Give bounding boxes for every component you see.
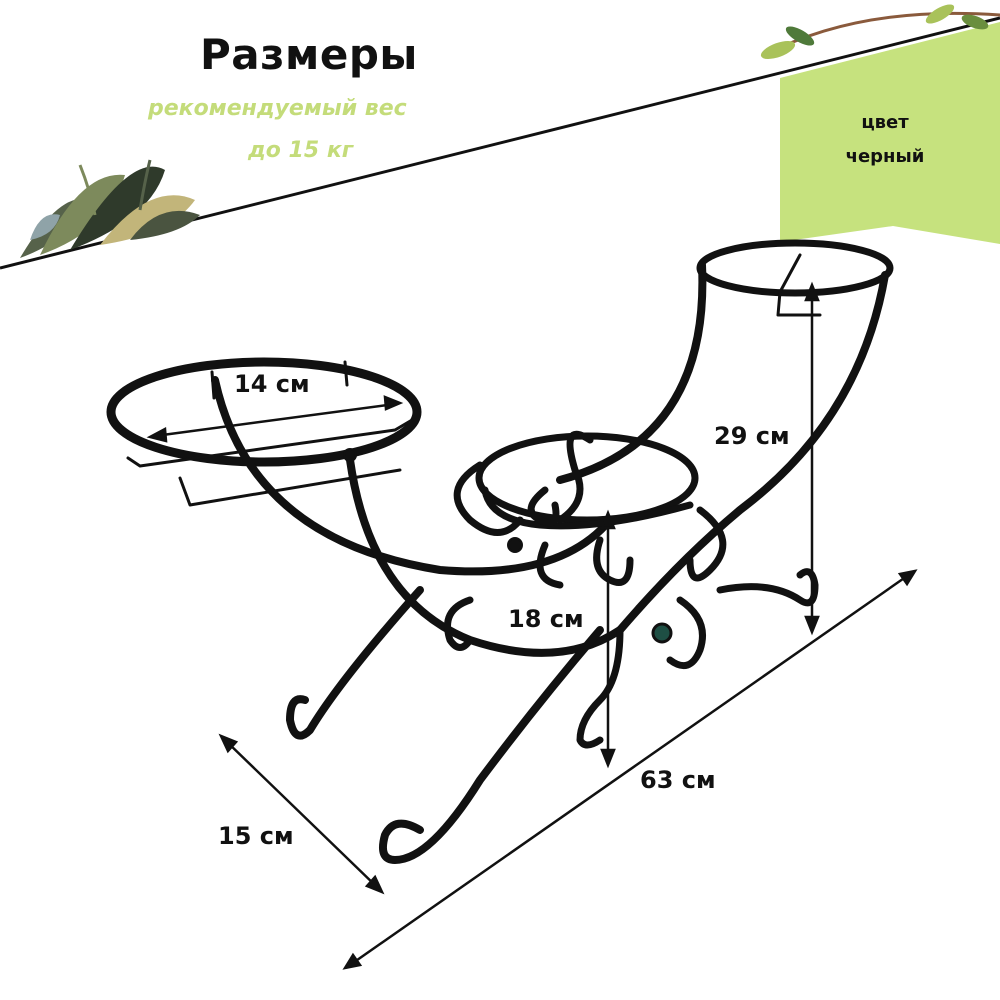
page-title: Размеры bbox=[200, 30, 418, 79]
dimension-lines bbox=[146, 281, 918, 970]
leaf-cluster-icon bbox=[20, 159, 200, 258]
length-label: 63 см bbox=[640, 766, 716, 794]
branch-icon bbox=[760, 4, 1000, 60]
right-height-label: 29 см bbox=[714, 422, 790, 450]
recommended-weight-value: до 15 кг bbox=[248, 138, 354, 163]
recommended-weight-label: рекомендуемый вес bbox=[148, 96, 407, 121]
color-value: черный bbox=[845, 146, 925, 167]
middle-height-label: 18 см bbox=[508, 605, 584, 633]
pot-diameter-label: 14 см bbox=[234, 370, 310, 398]
color-label: цвет bbox=[861, 112, 909, 133]
color-badge bbox=[780, 22, 1000, 244]
plant-stand-frame bbox=[106, 239, 894, 864]
depth-label: 15 см bbox=[218, 822, 294, 850]
